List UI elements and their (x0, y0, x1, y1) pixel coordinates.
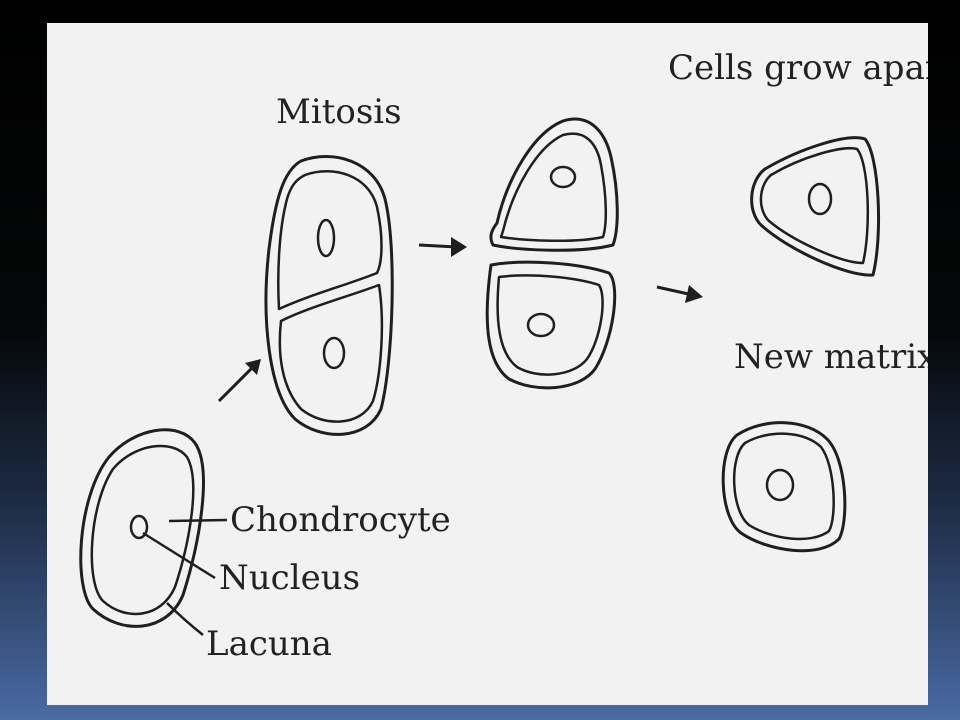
grown-lower-nucleus (765, 468, 795, 502)
grown-lower-membrane (733, 432, 835, 541)
lacuna-outline (79, 428, 205, 628)
separating-upper-cell (499, 132, 608, 243)
label-mitosis: Mitosis (276, 92, 402, 132)
arrow-to-new-matrix (656, 285, 703, 303)
diagram-canvas: Mitosis Cells grow apart New matrix Chon… (47, 23, 928, 705)
separating-upper-nucleus (549, 165, 577, 189)
label-chondrocyte: Chondrocyte (230, 500, 451, 540)
separating-lower-cell (496, 274, 604, 376)
mitosis-upper-cell (277, 170, 383, 311)
pointer-nucleus (142, 531, 216, 580)
cell-membrane (90, 444, 195, 616)
label-lacuna: Lacuna (206, 624, 332, 664)
separating-upper-lacuna (489, 117, 619, 252)
label-cells-grow-apart: Cells grow apart (668, 48, 928, 88)
grown-upper-nucleus (807, 182, 833, 216)
pointer-lacuna (166, 602, 204, 636)
mitosis-lower-cell (278, 283, 384, 423)
arrow-to-mitosis (217, 359, 261, 403)
separating-lower-lacuna (485, 260, 617, 390)
separating-lower-nucleus (526, 312, 556, 338)
mitosis-lacuna (264, 155, 394, 436)
mitosis-upper-nucleus (316, 218, 336, 258)
grown-lower-lacuna (721, 421, 847, 553)
single-chondrocyte (79, 428, 205, 628)
label-nucleus: Nucleus (219, 558, 360, 598)
arrow-to-separation (418, 237, 467, 257)
pointer-chondrocyte (168, 518, 228, 523)
mitosis-cell (264, 155, 394, 436)
chondrocyte-division-diagram: Mitosis Cells grow apart New matrix Chon… (79, 48, 928, 664)
separating-cells (485, 117, 619, 390)
grown-upper-lacuna (750, 136, 880, 277)
grown-upper-membrane (759, 147, 870, 265)
nucleus-shape (129, 514, 149, 540)
grown-apart-lower-cell (721, 421, 847, 553)
mitosis-lower-nucleus (322, 336, 346, 370)
grown-apart-upper-cell (750, 136, 880, 277)
label-new-matrix: New matrix (734, 337, 928, 377)
